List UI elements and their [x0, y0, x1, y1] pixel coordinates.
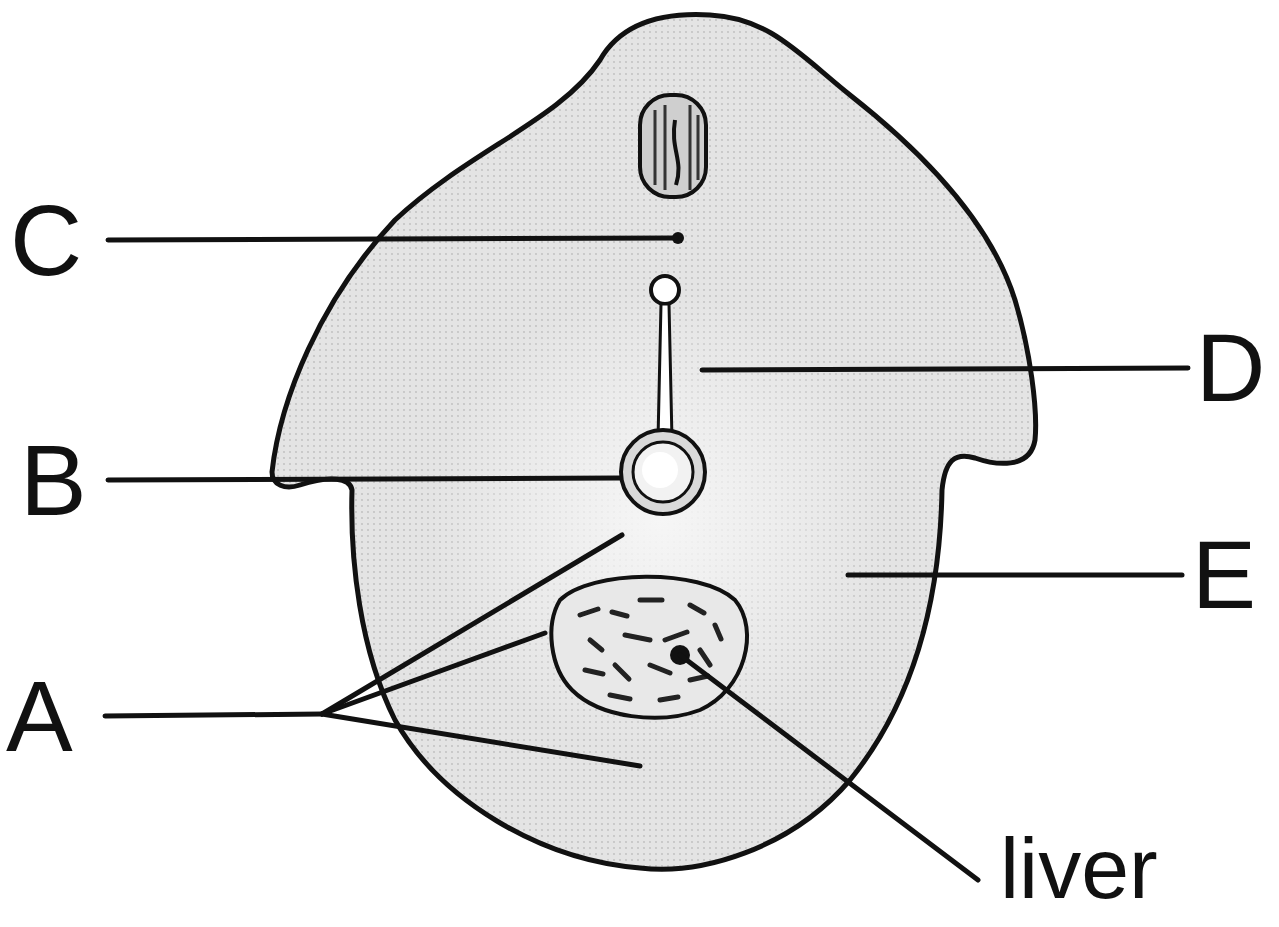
body-outline: [272, 15, 1036, 870]
liver-organ: [551, 577, 747, 718]
light-region: [430, 290, 890, 750]
callout-letter: A: [6, 666, 73, 766]
callout-letter: D: [1196, 320, 1265, 416]
callout-letter: B: [20, 430, 87, 530]
leader-lines: [105, 238, 1188, 880]
callout-letter: C: [10, 190, 82, 290]
callout-letter: E: [1192, 527, 1256, 623]
mesentery: [651, 276, 679, 440]
callout-letter: liver: [1000, 825, 1158, 911]
neural-tube: [640, 95, 706, 197]
gut-ring: [621, 430, 705, 514]
